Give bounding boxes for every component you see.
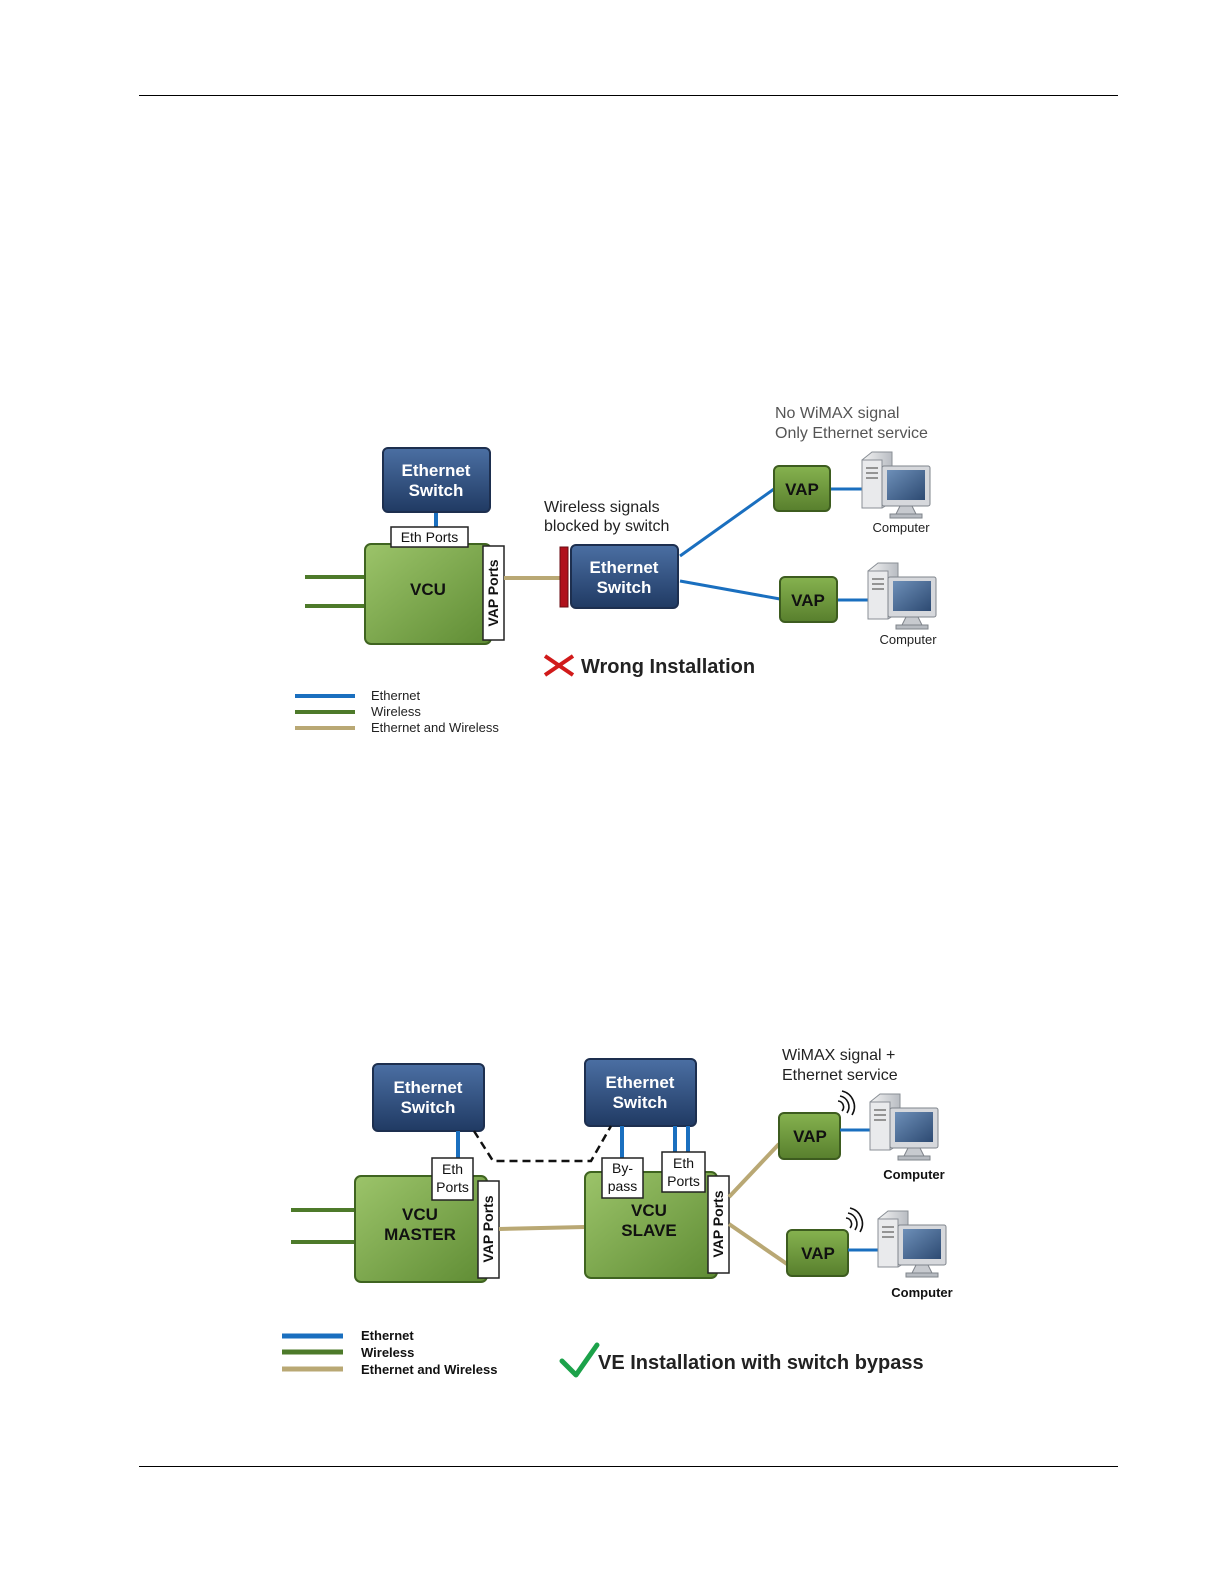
blocked-note-line1: Wireless signals — [544, 499, 660, 516]
switch-label-line2: Switch — [597, 578, 652, 597]
computer-label: Computer — [883, 1167, 944, 1182]
ve-installation-label: VE Installation with switch bypass — [598, 1352, 924, 1374]
switch-label-line1: Ethernet — [394, 1078, 463, 1097]
bypass-label-line1: By- — [612, 1160, 633, 1176]
switch-label-line1: Ethernet — [402, 461, 471, 480]
vap: VAP — [779, 576, 838, 623]
legend-ethernet-and-wireless: Ethernet and Wireless — [361, 1362, 497, 1377]
eth-ports-tag: Eth Ports — [390, 526, 469, 548]
switch-label-line2: Switch — [401, 1098, 456, 1117]
eth-ports-label-line2: Ports — [436, 1179, 469, 1195]
ethernet-and-wireless-line — [727, 1142, 781, 1199]
legend-wireless: Wireless — [361, 1345, 414, 1360]
switch-label-line1: Ethernet — [606, 1073, 675, 1092]
ethernet-switch: Ethernet Switch — [382, 447, 491, 513]
wireless-signal-icon — [845, 1207, 864, 1233]
eth-ports-tag: Eth Ports — [431, 1157, 474, 1201]
bypass-path — [472, 1125, 613, 1163]
blocked-bar — [559, 546, 569, 608]
vcu-master: VCU MASTER — [354, 1175, 488, 1283]
vap: VAP — [786, 1229, 849, 1277]
vap-label: VAP — [791, 591, 825, 610]
top-note-line2: Only Ethernet service — [775, 425, 928, 442]
ethernet-switch: Ethernet Switch — [570, 544, 679, 609]
wireless-signal-icon — [837, 1090, 856, 1116]
legend: Ethernet Wireless Ethernet and Wireless — [282, 1328, 497, 1377]
switch-label-line1: Ethernet — [590, 558, 659, 577]
computer-label: Computer — [872, 520, 930, 535]
legend-ethernet-and-wireless: Ethernet and Wireless — [371, 720, 499, 735]
vap: VAP — [778, 1112, 841, 1160]
vap-label: VAP — [793, 1127, 827, 1146]
vcu: VCU — [364, 543, 492, 645]
vap-label: VAP — [785, 480, 819, 499]
computer-icon — [877, 1210, 947, 1278]
computer-label: Computer — [879, 632, 937, 647]
computer-icon — [861, 451, 931, 519]
computer-icon — [867, 562, 937, 630]
ethernet-line — [679, 487, 775, 558]
switch-label-line2: Switch — [409, 481, 464, 500]
blocked-note-line2: blocked by switch — [544, 518, 669, 535]
bottom-note-line1: WiMAX signal + — [782, 1047, 895, 1064]
eth-ports-tag: Eth Ports — [661, 1151, 706, 1193]
bypass-tag: By- pass — [601, 1157, 644, 1199]
vap-ports-label: VAP Ports — [485, 559, 501, 626]
vcu-label: VCU — [410, 580, 446, 599]
wrong-installation-diagram: No WiMAX signal Only Ethernet service Et… — [295, 405, 937, 735]
vcu-slave-label-line2: SLAVE — [621, 1221, 676, 1240]
footer-rule — [139, 1466, 1118, 1467]
computer-label: Computer — [891, 1285, 952, 1300]
eth-ports-label-line1: Eth — [442, 1161, 463, 1177]
eth-ports-label: Eth Ports — [401, 529, 459, 545]
header-rule — [139, 95, 1118, 96]
vcu-master-label-line2: MASTER — [384, 1225, 456, 1244]
vap-ports-label: VAP Ports — [710, 1190, 726, 1257]
vap-ports-label: VAP Ports — [480, 1195, 496, 1262]
computer-icon — [869, 1093, 939, 1161]
check-icon — [559, 1342, 600, 1378]
wrong-installation-label: Wrong Installation — [581, 656, 755, 678]
top-note-line1: No WiMAX signal — [775, 405, 899, 422]
vap-ports-tag: VAP Ports — [477, 1180, 500, 1279]
legend-ethernet: Ethernet — [361, 1328, 414, 1343]
cross-icon — [543, 654, 575, 677]
ethernet-and-wireless-line — [727, 1222, 789, 1266]
ethernet-switch: Ethernet Switch — [584, 1058, 697, 1127]
bottom-note-line2: Ethernet service — [782, 1067, 898, 1084]
switch-label-line2: Switch — [613, 1093, 668, 1112]
ethernet-and-wireless-line — [498, 1225, 586, 1231]
correct-installation-diagram: WiMAX signal + Ethernet service Ethernet… — [282, 1047, 953, 1378]
eth-ports-label-line2: Ports — [667, 1173, 700, 1189]
ethernet-switch: Ethernet Switch — [372, 1063, 485, 1132]
vap-label: VAP — [801, 1244, 835, 1263]
ethernet-line — [679, 579, 781, 601]
legend-wireless: Wireless — [371, 704, 421, 719]
vap: VAP — [773, 465, 831, 512]
eth-ports-label-line1: Eth — [673, 1155, 694, 1171]
legend: Ethernet Wireless Ethernet and Wireless — [295, 688, 499, 735]
vap-ports-tag: VAP Ports — [482, 545, 505, 641]
legend-ethernet: Ethernet — [371, 688, 421, 703]
vap-ports-tag: VAP Ports — [707, 1175, 730, 1274]
vcu-master-label-line1: VCU — [402, 1205, 438, 1224]
bypass-label-line2: pass — [608, 1178, 638, 1194]
vcu-slave-label-line1: VCU — [631, 1201, 667, 1220]
